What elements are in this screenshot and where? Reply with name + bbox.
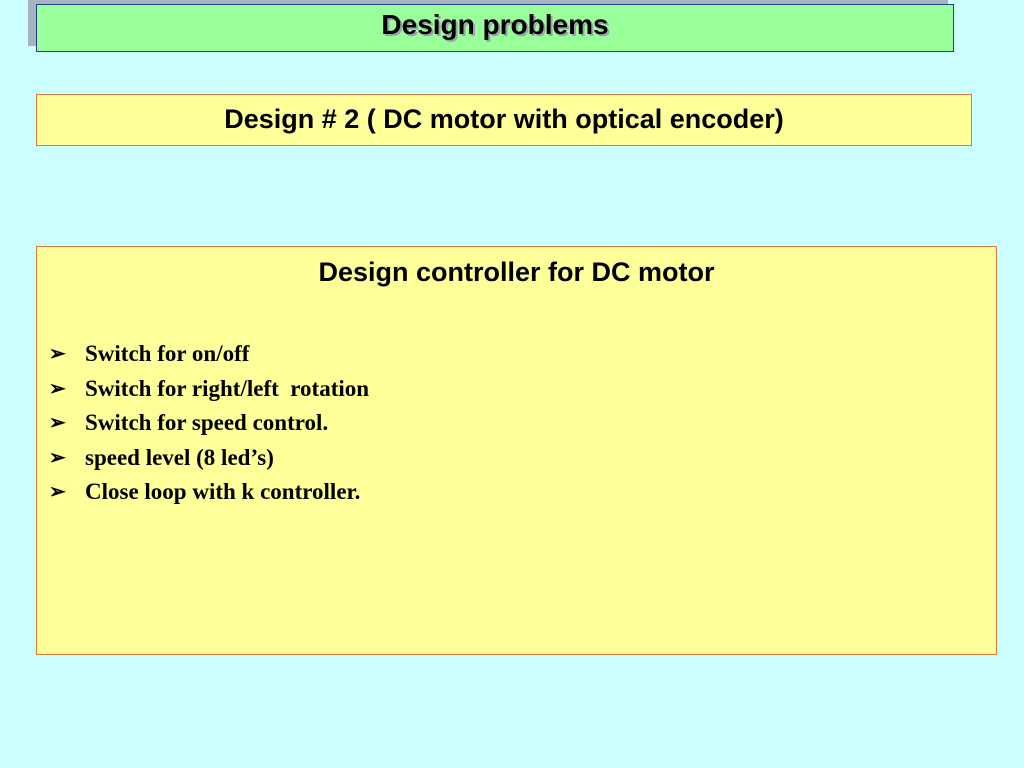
list-item-text: Switch for speed control.: [85, 410, 329, 436]
arrow-bullet-icon: ➢: [49, 343, 66, 366]
arrow-bullet-icon: ➢: [49, 446, 66, 469]
title-box: Design problems: [36, 4, 954, 52]
arrow-bullet-icon: ➢: [49, 412, 66, 435]
content-box: Design controller for DC motor ➢ Switch …: [36, 246, 997, 655]
list-item: ➢ Switch for on/off: [49, 337, 369, 372]
list-item: ➢ Switch for right/left rotation: [49, 372, 369, 407]
list-item-text: Switch for on/off: [85, 341, 250, 367]
arrow-bullet-icon: ➢: [49, 377, 66, 400]
list-item-text: speed level (8 led’s): [85, 444, 274, 470]
content-heading: Design controller for DC motor: [318, 257, 715, 287]
list-item: ➢ speed level (8 led’s): [49, 441, 369, 476]
slide-subtitle: Design # 2 ( DC motor with optical encod…: [224, 103, 784, 134]
arrow-bullet-icon: ➢: [49, 481, 66, 504]
list-item: ➢ Close loop with k controller.: [49, 475, 369, 510]
subtitle-box: Design # 2 ( DC motor with optical encod…: [36, 94, 972, 146]
list-item: ➢ Switch for speed control.: [49, 406, 369, 441]
slide-title: Design problems: [381, 9, 609, 40]
bullet-list: ➢ Switch for on/off ➢ Switch for right/l…: [49, 337, 369, 510]
list-item-text: Close loop with k controller.: [85, 479, 361, 505]
list-item-text: Switch for right/left rotation: [85, 375, 370, 401]
